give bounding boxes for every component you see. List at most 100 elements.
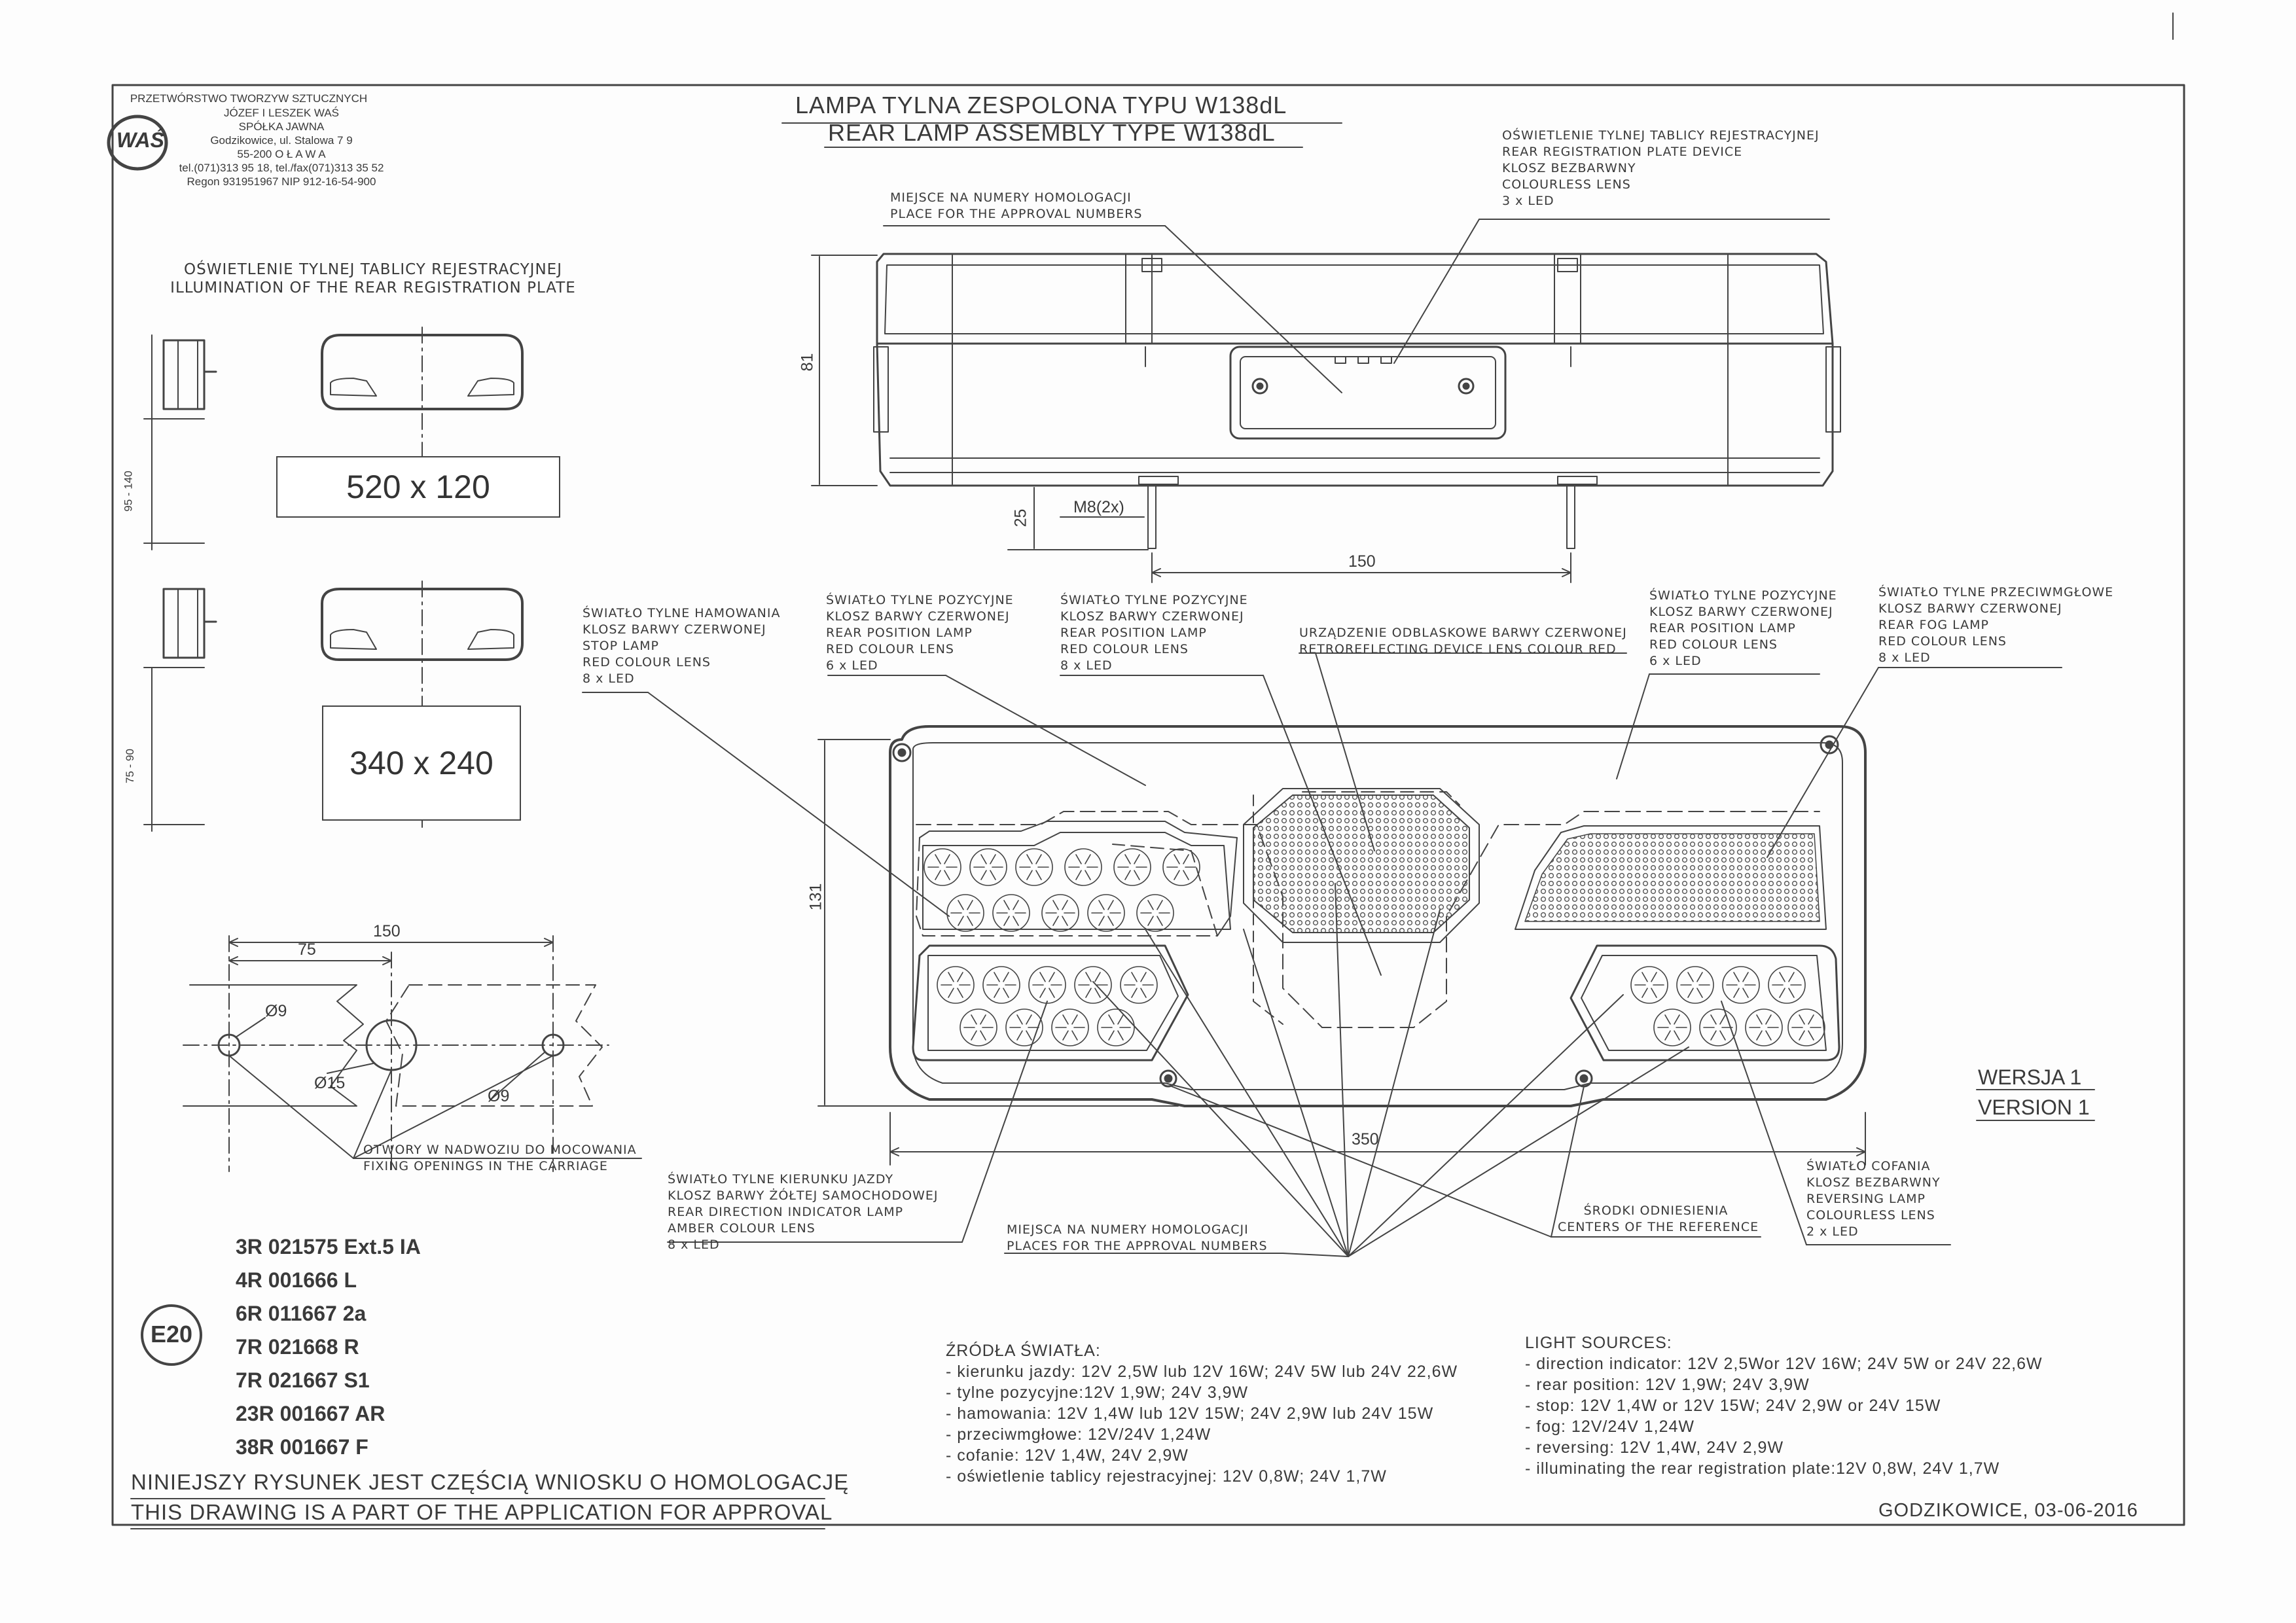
- led-cell: [1113, 848, 1151, 886]
- led-ray: [1808, 1030, 1814, 1041]
- led-ray: [1035, 870, 1042, 880]
- approval-code: 38R 001667 F: [236, 1435, 368, 1459]
- approval-codes: 3R 021575 Ext.5 IA 4R 001666 L 6R 011667…: [236, 1230, 421, 1464]
- lamp-top-view: [873, 253, 1841, 549]
- led-cell: [1097, 1008, 1135, 1046]
- led-ray: [1131, 988, 1138, 998]
- fixing-holes-diagram: [183, 935, 642, 1172]
- led-ray: [971, 1014, 977, 1025]
- plate-heading-pl: OŚWIETLENIE TYLNEJ TABLICY REJESTRACYJNE…: [184, 261, 562, 278]
- source-line: - direction indicator: 12V 2,5Wor 12V 16…: [1525, 1355, 2043, 1373]
- reversing-lamp-label: ŚWIATŁO COFANIA KLOSZ BEZBARWNY REVERSIN…: [1806, 1158, 1941, 1240]
- led-cell: [960, 1008, 997, 1046]
- source-line: - fog: 12V/24V 1,24W: [1525, 1418, 1695, 1436]
- led-ray: [1157, 900, 1163, 910]
- approval-code: 6R 011667 2a: [236, 1302, 367, 1325]
- led-ray: [1107, 900, 1114, 910]
- plate-size-box-b: 340 x 240: [322, 705, 521, 821]
- fixing-openings-label: OTWORY W NADWOZIU DO MOCOWANIA FIXING OP…: [363, 1142, 637, 1175]
- lamp-front-view: [889, 725, 1867, 1107]
- label-line: 8 x LED: [583, 671, 635, 686]
- led-ray: [994, 988, 1000, 998]
- label-line: COLOURLESS LENS: [1806, 1208, 1935, 1222]
- led-array: [924, 848, 1825, 1046]
- led-ray: [1124, 870, 1131, 880]
- led-cell: [969, 848, 1007, 886]
- label-line: 6 x LED: [826, 658, 878, 673]
- led-ray: [1075, 854, 1082, 865]
- led-cell: [1064, 848, 1102, 886]
- label-line: 3 x LED: [1502, 194, 1554, 208]
- led-ray: [980, 1030, 986, 1041]
- label-line: REAR FOG LAMP: [1878, 618, 1989, 632]
- label-line: MIEJSCE NA NUMERY HOMOLOGACJI: [890, 190, 1132, 205]
- front-view-dimensions: [817, 739, 1866, 1166]
- position-lamp-mid-label: ŚWIATŁO TYLNE POZYCYJNE KLOSZ BARWY CZER…: [1060, 592, 1248, 674]
- plate-size-b: 340 x 240: [350, 745, 493, 781]
- source-line: - kierunku jazdy: 12V 2,5W lub 12V 16W; …: [946, 1363, 1458, 1381]
- top-view-dimensions: [811, 255, 1571, 583]
- led-ray: [1183, 870, 1189, 880]
- company-logo: [107, 115, 168, 171]
- led-ray: [1687, 972, 1694, 982]
- led-ray: [1052, 916, 1059, 926]
- front-width-dim: 350: [1352, 1130, 1379, 1149]
- label-line: KLOSZ BEZBARWNY: [1806, 1175, 1941, 1190]
- company-line: 55-200 O Ł A W A: [237, 148, 326, 160]
- company-logo-text: WAŚ: [117, 128, 164, 152]
- led-cell: [1120, 966, 1158, 1004]
- led-ray: [1183, 854, 1189, 865]
- label-line: PLACES FOR THE APPROVAL NUMBERS: [1007, 1239, 1268, 1253]
- source-line: - hamowania: 12V 1,4W lub 12V 15W; 24V 2…: [946, 1404, 1434, 1423]
- led-ray: [1674, 1014, 1680, 1025]
- led-ray: [1062, 1030, 1069, 1041]
- source-line: - reversing: 12V 1,4W, 24V 2,9W: [1525, 1438, 1784, 1457]
- led-ray: [1651, 972, 1657, 982]
- led-cell: [1005, 1008, 1043, 1046]
- plate-size-a: 520 x 120: [346, 469, 490, 505]
- light-sources-en: LIGHT SOURCES: - direction indicator: 12…: [1525, 1332, 2043, 1479]
- led-ray: [967, 900, 973, 910]
- led-ray: [1085, 854, 1091, 865]
- led-ray: [944, 854, 950, 865]
- source-line: - stop: 12V 1,4W or 12V 15W; 24V 2,9W or…: [1525, 1397, 1941, 1415]
- led-ray: [1026, 870, 1033, 880]
- holes-total-dim: 150: [373, 922, 401, 940]
- source-line: - illuminating the rear registration pla…: [1525, 1459, 2000, 1478]
- led-ray: [1756, 1014, 1763, 1025]
- label-line: RED COLOUR LENS: [1878, 634, 2007, 649]
- approval-code: 3R 021575 Ext.5 IA: [236, 1235, 421, 1258]
- label-line: REAR POSITION LAMP: [1060, 626, 1207, 640]
- light-sources-pl: ŹRÓDŁA ŚWIATŁA: - kierunku jazdy: 12V 2,…: [946, 1340, 1458, 1487]
- company-line: tel.(071)313 95 18, tel./fax(071)313 35 …: [179, 162, 384, 174]
- led-ray: [1147, 916, 1154, 926]
- sources-heading: LIGHT SOURCES:: [1525, 1334, 1672, 1352]
- led-ray: [1134, 870, 1140, 880]
- led-ray: [1085, 972, 1092, 982]
- led-ray: [1085, 870, 1091, 880]
- company-info: PRZETWÓRSTWO TWORZYW SZTUCZNYCH: [111, 92, 386, 105]
- led-cell: [1699, 1008, 1737, 1046]
- led-ray: [1117, 1014, 1124, 1025]
- label-line: ŚWIATŁO TYLNE KIERUNKU JAZDY: [668, 1172, 894, 1186]
- range-b-label: 75 - 90: [123, 749, 136, 783]
- led-cell: [1745, 1008, 1783, 1046]
- label-line: KLOSZ BEZBARWNY: [1502, 161, 1636, 175]
- led-cell: [1041, 894, 1079, 932]
- led-ray: [1016, 1030, 1023, 1041]
- led-ray: [1094, 988, 1101, 998]
- led-ray: [990, 854, 996, 865]
- led-ray: [1049, 988, 1055, 998]
- company-line: SPÓŁKA JAWNA: [238, 120, 325, 133]
- led-ray: [1108, 1014, 1115, 1025]
- led-ray: [980, 1014, 986, 1025]
- bolt-label: M8(2x): [1073, 498, 1124, 516]
- label-line: AMBER COLOUR LENS: [668, 1221, 816, 1236]
- position-lamp-left-label: ŚWIATŁO TYLNE POZYCYJNE KLOSZ BARWY CZER…: [826, 592, 1014, 674]
- led-ray: [1779, 972, 1785, 982]
- label-line: RED COLOUR LENS: [1060, 642, 1189, 656]
- led-ray: [967, 916, 973, 926]
- company-details: JÓZEF I LESZEK WAŚ SPÓŁKA JAWNA Godzikow…: [170, 106, 393, 188]
- label-line: KLOSZ BARWY CZERWONEJ: [1060, 609, 1244, 624]
- led-ray: [944, 870, 950, 880]
